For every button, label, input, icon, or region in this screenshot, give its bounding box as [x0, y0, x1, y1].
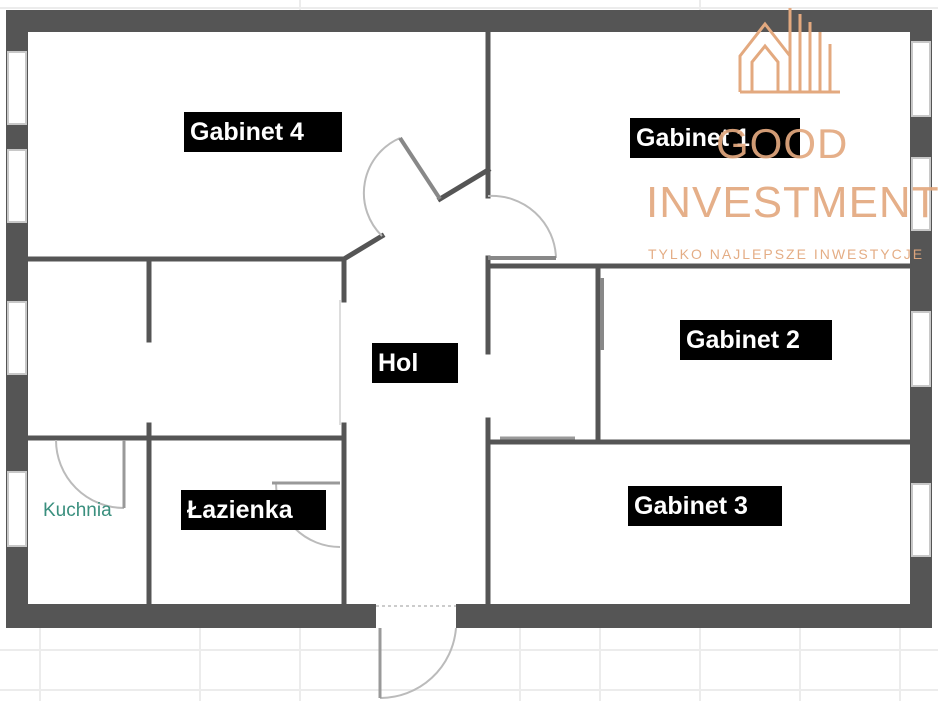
room-label-kuchnia: Kuchnia	[43, 500, 112, 521]
entrance-opening	[376, 604, 456, 628]
room-label-gabinet-1: Gabinet 1	[630, 118, 800, 158]
window	[7, 51, 27, 125]
door-arc	[362, 137, 401, 237]
window	[911, 157, 931, 231]
room-label-lazienka: Łazienka	[181, 490, 326, 530]
windows-right	[911, 41, 931, 557]
watermark-good: GOOD	[716, 120, 849, 167]
watermark-investment: INVESTMENT	[646, 178, 938, 227]
wall	[340, 232, 386, 263]
window	[7, 149, 27, 223]
doors	[55, 136, 604, 700]
door-arc	[55, 439, 125, 509]
wall	[436, 166, 492, 203]
window	[911, 483, 931, 557]
door-arc	[487, 194, 557, 259]
windows-left	[7, 51, 27, 547]
door-leaf	[398, 136, 442, 201]
room-label-gabinet-4: Gabinet 4	[184, 112, 342, 152]
wall-bottom-left	[6, 604, 376, 628]
room-label-gabinet-3: Gabinet 3	[628, 486, 782, 526]
watermark-tagline: TYLKO NAJLEPSZE INWESTYCJE	[648, 246, 925, 262]
wall-bottom-right	[456, 604, 932, 628]
interior-walls	[25, 29, 913, 607]
room-label-gabinet-2: Gabinet 2	[680, 320, 832, 360]
window	[911, 311, 931, 387]
window	[911, 41, 931, 117]
wall-top	[6, 10, 932, 32]
window	[7, 471, 27, 547]
door-arc	[379, 627, 457, 700]
room-label-hol: Hol	[372, 343, 458, 383]
outer-walls	[6, 10, 932, 628]
window	[7, 301, 27, 375]
good-investment-logo-icon	[738, 8, 840, 94]
